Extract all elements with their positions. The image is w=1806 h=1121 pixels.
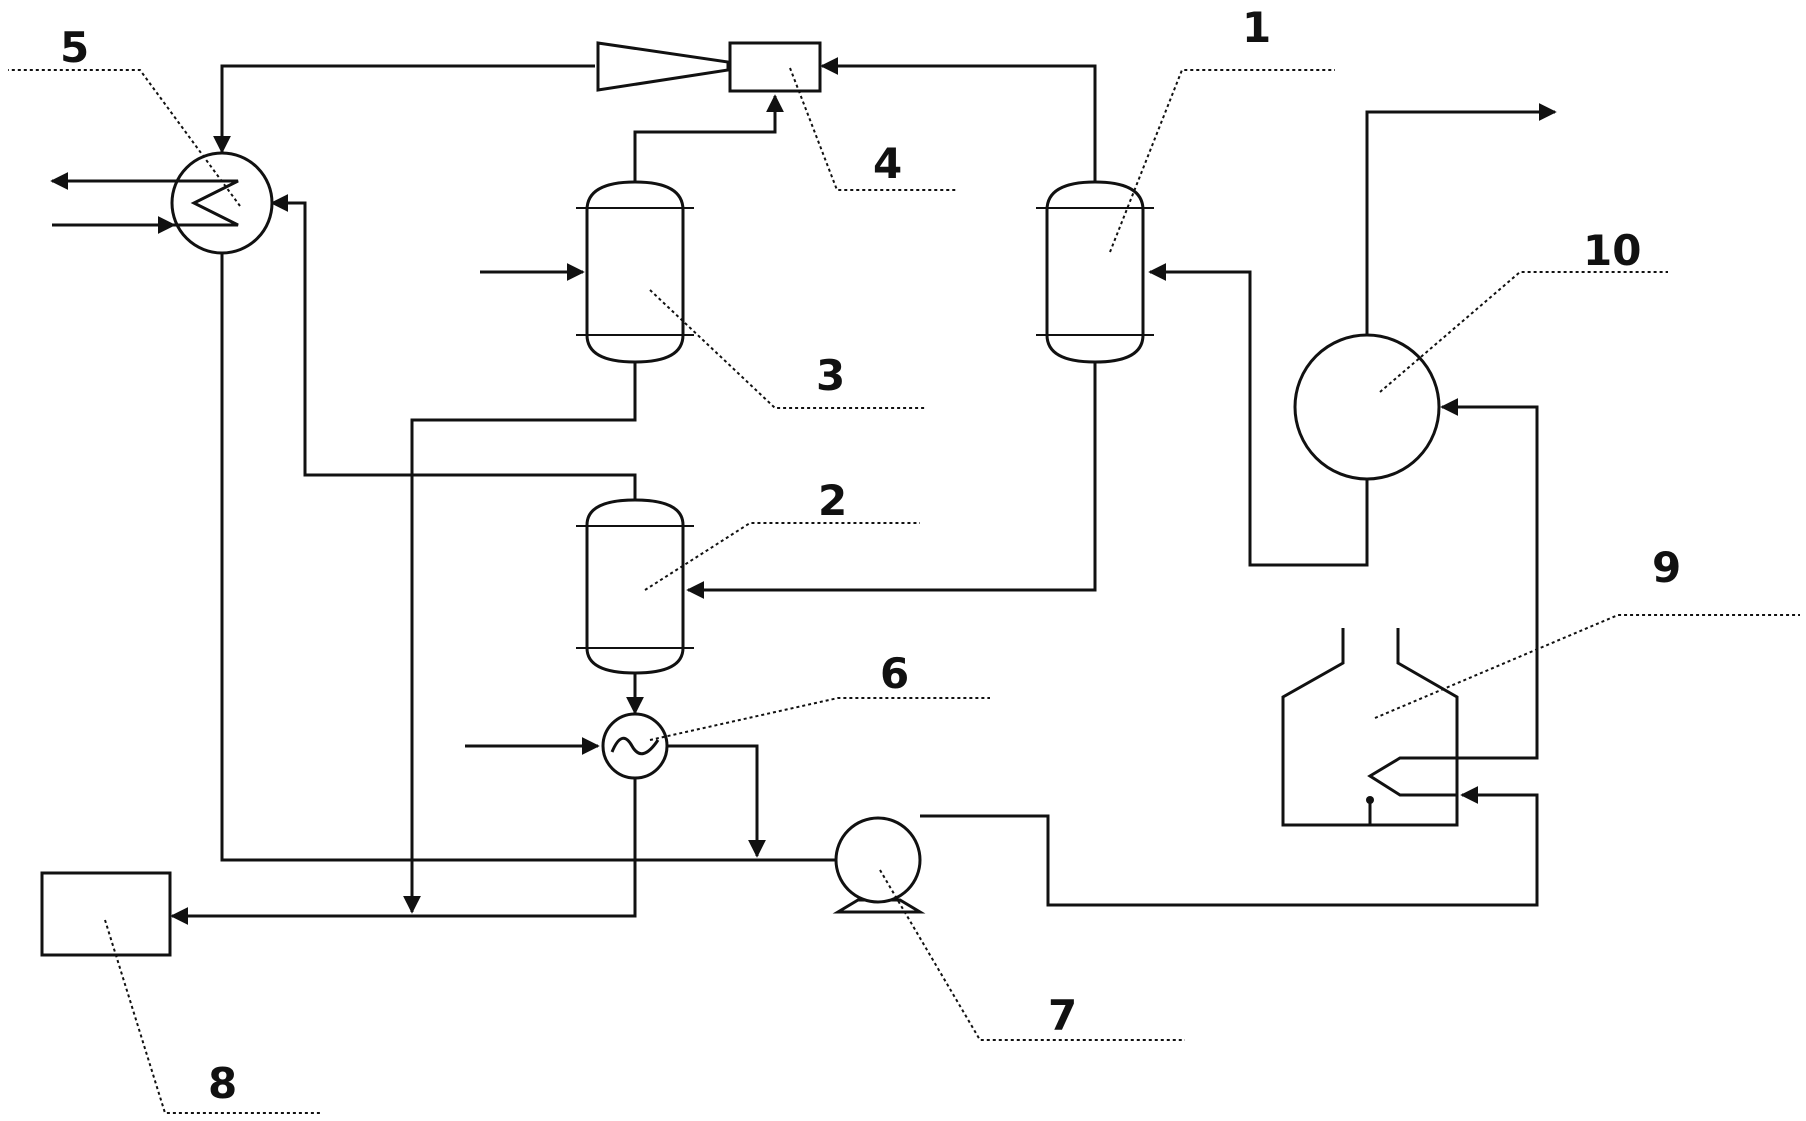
reactor-1: [1036, 180, 1154, 364]
pipe-exchanger-6-to-pump-line: [666, 744, 766, 858]
label-reactor-3: 3: [816, 351, 845, 400]
leader-3: [649, 289, 925, 409]
leader-2: [644, 522, 920, 591]
pipe-separator-10-to-reactor-1: [1148, 263, 1369, 567]
furnace-9: [1281, 628, 1459, 827]
label-reactor-1: 1: [1242, 3, 1271, 52]
pipe-reactor-1-to-reactor-2: [686, 362, 1097, 599]
pipe-reactor-2-to-exchanger-5: [270, 194, 637, 500]
label-separator-10: 10: [1583, 226, 1641, 275]
pipe-reactor-1-to-mixer-4: [820, 57, 1097, 182]
leader-7: [879, 869, 1185, 1041]
ejector-nozzle: [596, 41, 730, 92]
pipe-furnace-9-to-separator-10: [1400, 398, 1539, 760]
reactor-3: [576, 180, 694, 364]
pipe-pump-7-to-furnace-9: [920, 786, 1539, 907]
label-exchanger-6: 6: [880, 649, 909, 698]
pipe-top-to-exchanger-5: [213, 64, 595, 154]
pump-7: [832, 816, 926, 914]
leader-4: [789, 67, 957, 191]
pipe-reactor-3-to-mixer-4: [633, 94, 784, 182]
label-reactor-2: 2: [818, 476, 847, 525]
label-furnace-9: 9: [1652, 543, 1681, 592]
leader-8: [104, 919, 322, 1114]
pipe-separator-10-vent: [1365, 103, 1557, 338]
exchanger-6: [601, 712, 669, 780]
label-tank-8: 8: [208, 1059, 237, 1108]
leader-5: [8, 69, 241, 207]
pipe-reactor-3-to-tank-line: [403, 362, 637, 914]
label-exchanger-5: 5: [60, 23, 89, 72]
leader-lines: [8, 67, 1800, 1114]
label-mixer-4: 4: [873, 139, 902, 188]
tank-8: [40, 871, 172, 957]
leader-10: [1379, 271, 1668, 393]
pipe-exchanger-6-to-tank-8: [170, 778, 637, 925]
equipment-labels: 5 1 4 3 2 6 7 8 9 10: [60, 3, 1681, 1108]
pipes: [50, 57, 1557, 925]
reactor-2: [576, 498, 694, 675]
pipe-exchanger-5-to-pump-7: [220, 253, 857, 869]
label-pump-7: 7: [1048, 991, 1077, 1040]
leader-6: [649, 697, 990, 741]
mixer-4: [728, 41, 822, 93]
exchanger-5: [168, 151, 274, 255]
leader-9: [1374, 614, 1800, 719]
separator-10: [1293, 333, 1441, 481]
